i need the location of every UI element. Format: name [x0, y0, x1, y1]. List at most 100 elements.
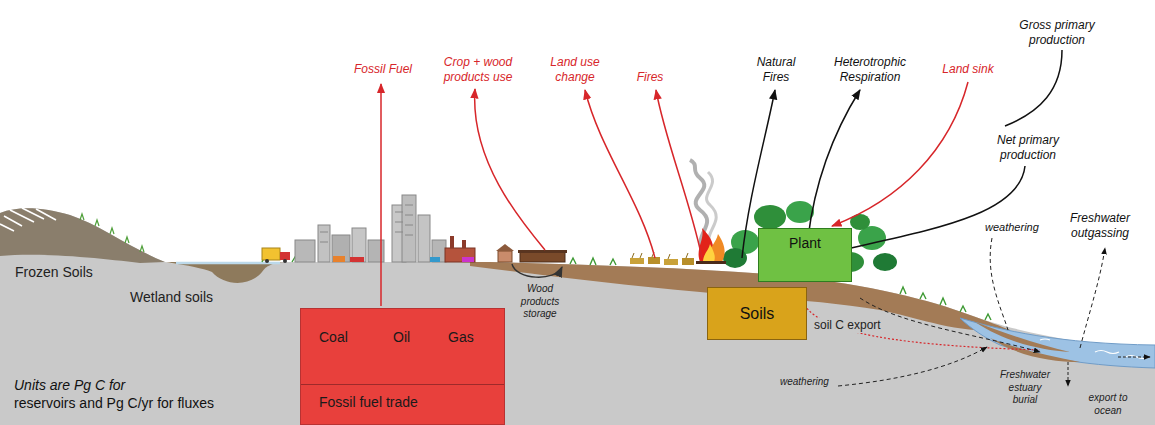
- dashed-fluxes: [800, 238, 1150, 386]
- crops: [630, 252, 694, 265]
- fire-and-smoke: [703, 244, 715, 262]
- frozen-hill: [0, 208, 165, 263]
- box-text: Soils: [708, 304, 806, 323]
- city: [262, 248, 280, 260]
- river: [1040, 339, 1149, 359]
- city: [350, 257, 364, 262]
- flux-arrows: [808, 90, 860, 238]
- city: [352, 228, 366, 262]
- trees: [873, 253, 897, 271]
- text-line: Oil: [393, 329, 410, 346]
- city: [462, 257, 474, 262]
- text-line: Fires: [757, 70, 796, 85]
- text-line: outgassing: [1070, 226, 1130, 241]
- reservoir-box: CoalOilGasFossil fuel trade: [300, 308, 505, 425]
- dashed-fluxes: [1068, 362, 1069, 386]
- box-text: Oil: [393, 329, 410, 346]
- text-line: Land sink: [942, 62, 993, 77]
- text-line: Land use: [550, 55, 599, 70]
- flux-label: Fires: [637, 70, 664, 85]
- flux-label: Freshwater estuary burial: [1000, 369, 1050, 407]
- text-line: Net primary: [997, 133, 1059, 148]
- text-line: Wood: [521, 283, 559, 296]
- river: [960, 318, 1155, 368]
- flux-label: Heterotrophic Respiration: [834, 55, 906, 85]
- wetland: [166, 262, 284, 283]
- dashed-fluxes: [860, 298, 1040, 352]
- text-line: production: [997, 148, 1059, 163]
- flux-arrows: [656, 90, 702, 258]
- city: [318, 225, 330, 262]
- ground: [0, 208, 1155, 425]
- dashed-fluxes: [800, 290, 1040, 350]
- flux-label: Natural Fires: [757, 55, 796, 85]
- text-line: reservoirs and Pg C/yr for fluxes: [14, 395, 214, 413]
- text-line: Respiration: [834, 70, 906, 85]
- crops: [630, 258, 644, 264]
- text-line: export to: [1089, 392, 1128, 405]
- trees: [754, 205, 786, 229]
- text-line: Gross primary: [1019, 18, 1094, 33]
- ground: [0, 208, 1155, 425]
- house-and-wood-storage: [496, 244, 514, 251]
- house-and-wood-storage: [496, 244, 567, 277]
- text-line: soil C export: [814, 318, 881, 333]
- text-line: Freshwater: [1000, 369, 1050, 382]
- text-line: Crop + wood: [444, 55, 513, 70]
- frozen-hill: [0, 208, 165, 263]
- flux-arrows: [475, 89, 545, 250]
- river: [960, 318, 1155, 368]
- city: [280, 252, 290, 260]
- region-label: Frozen Soils: [15, 264, 93, 282]
- reservoir-box: Soils: [707, 287, 807, 340]
- city: [320, 205, 413, 242]
- flux-arrows: [832, 82, 968, 226]
- text-line: Wetland soils: [130, 289, 213, 307]
- box-text: Fossil fuel trade: [319, 394, 418, 411]
- flux-label: Crop + wood products use: [444, 55, 513, 85]
- city: [445, 248, 475, 262]
- flux-arrows: [381, 50, 1062, 306]
- text-line: Soils: [708, 304, 806, 323]
- flux-arrows: [380, 84, 382, 306]
- units-note: Units are Pg C for reservoirs and Pg C/y…: [14, 377, 214, 412]
- text-line: Freshwater: [1070, 211, 1130, 226]
- crops: [682, 258, 694, 265]
- house-and-wood-storage: [520, 252, 565, 262]
- city: [418, 215, 430, 262]
- flux-label: export to ocean: [1089, 392, 1128, 417]
- house-and-wood-storage: [518, 250, 567, 253]
- crops: [632, 252, 688, 259]
- wetland: [176, 262, 280, 265]
- text-line: Heterotrophic: [834, 55, 906, 70]
- fire-and-smoke: [690, 160, 726, 264]
- city: [333, 256, 345, 262]
- text-line: Gas: [448, 329, 474, 346]
- house-and-wood-storage: [512, 264, 562, 277]
- house-and-wood-storage: [498, 251, 512, 262]
- flux-label: weathering: [985, 221, 1039, 235]
- city: [450, 236, 454, 248]
- text-line: Units are Pg C for: [14, 377, 214, 395]
- flux-label: Freshwater outgassing: [1070, 211, 1130, 241]
- city: [430, 257, 440, 262]
- flux-arrows: [1005, 50, 1062, 126]
- box-text: Plant: [759, 235, 851, 252]
- text-line: products use: [444, 70, 513, 85]
- text-line: products: [521, 296, 559, 309]
- crops: [664, 259, 678, 265]
- frozen-hill: [80, 214, 144, 252]
- text-line: estuary: [1000, 382, 1050, 395]
- divider-line: [301, 384, 504, 385]
- flux-arrows: [842, 166, 1025, 250]
- frozen-hill: [0, 208, 56, 231]
- city: [295, 240, 315, 262]
- crops: [648, 257, 660, 264]
- text-line: burial: [1000, 394, 1050, 407]
- city: [462, 240, 466, 248]
- flux-arrows: [585, 90, 655, 258]
- city: [332, 235, 350, 262]
- wetland: [166, 262, 284, 283]
- dashed-fluxes: [838, 347, 987, 386]
